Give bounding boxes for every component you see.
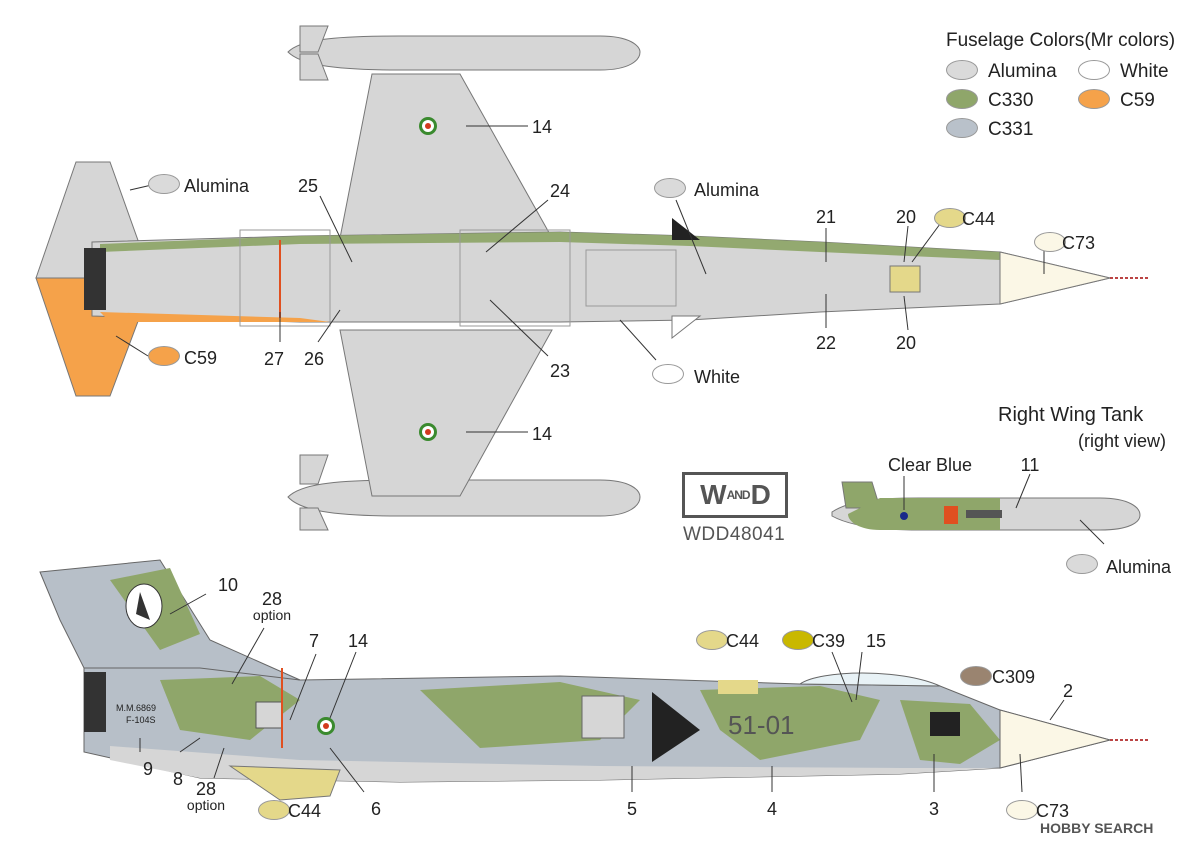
top-alumina-tail-swatch — [148, 174, 180, 194]
callout-27: 27 — [263, 349, 285, 369]
callout-5: 5 — [626, 799, 638, 819]
lower-wing — [339, 329, 553, 497]
wing-tank-alumina-swatch — [1066, 554, 1098, 574]
top-c59-swatch — [148, 346, 180, 366]
callout-9: 9 — [142, 759, 154, 779]
top-c73-swatch — [1034, 232, 1066, 252]
top-view-aircraft — [35, 25, 1150, 531]
wing-tank-clear-blue: Clear Blue — [888, 455, 973, 475]
option-label-lower: option — [186, 797, 226, 813]
callout-28-upper: 28 — [261, 589, 283, 609]
swatch-white — [1078, 60, 1110, 80]
legend-alumina-label: Alumina — [988, 61, 1057, 82]
top-c44-label: C44 — [962, 209, 996, 229]
callout-20-bottom: 20 — [895, 333, 917, 353]
wing-tank-title: Right Wing Tank — [998, 404, 1144, 426]
callout-2: 2 — [1062, 681, 1074, 701]
callout-3: 3 — [928, 799, 940, 819]
legend-white-label: White — [1120, 61, 1169, 82]
canopy — [798, 672, 941, 687]
top-alumina-fuselage-swatch — [654, 178, 686, 198]
wing-tank-subtitle: (right view) — [1078, 431, 1167, 451]
lower-tank-fin2 — [299, 507, 329, 531]
product-code: WDD48041 — [683, 524, 786, 545]
aircraft-code: 51-01 — [728, 710, 795, 740]
swatch-c59 — [1078, 89, 1110, 109]
callout-11: 11 — [1020, 455, 1040, 475]
side-camo-3 — [700, 686, 880, 760]
swatch-c330 — [946, 89, 978, 109]
legend-c331-label: C331 — [988, 119, 1034, 140]
callout-25: 25 — [297, 176, 319, 196]
callout-26: 26 — [303, 349, 325, 369]
option-label-upper: option — [252, 607, 292, 623]
callout-20-top: 20 — [895, 207, 917, 227]
callout-22: 22 — [815, 333, 837, 353]
legend-c59-label: C59 — [1120, 90, 1155, 111]
side-c39-label: C39 — [812, 631, 846, 651]
callout-21: 21 — [815, 207, 837, 227]
side-c44-top-swatch — [696, 630, 728, 650]
serial-line-2: F-104S — [126, 715, 156, 725]
side-c44-bottom-label: C44 — [288, 801, 322, 821]
side-c44-top-label: C44 — [726, 631, 760, 651]
top-c73-label: C73 — [1062, 233, 1096, 253]
top-white-label: White — [694, 367, 741, 387]
callout-14-upper: 14 — [531, 117, 553, 137]
side-c73-swatch — [1006, 800, 1038, 820]
side-intake — [652, 692, 700, 762]
brand-w: W — [700, 479, 726, 510]
upper-tank-fin2 — [299, 53, 329, 81]
callout-24: 24 — [549, 181, 571, 201]
side-nose — [999, 709, 1112, 769]
side-c309-swatch — [960, 666, 992, 686]
side-c44-bottom-swatch — [258, 800, 290, 820]
callout-14-side: 14 — [347, 631, 369, 651]
callout-15: 15 — [865, 631, 887, 651]
serial-line-1: M.M.6869 — [116, 703, 157, 713]
callout-6: 6 — [370, 799, 382, 819]
swatch-alumina — [946, 60, 978, 80]
lower-tank-fin — [299, 454, 329, 485]
callout-28-lower: 28 — [195, 779, 217, 799]
legend-title: Fuselage Colors(Mr colors) — [946, 30, 1176, 51]
callout-23: 23 — [549, 361, 571, 381]
swatch-c331 — [946, 118, 978, 138]
wing-tank-alumina-label: Alumina — [1106, 557, 1172, 577]
side-c309-label: C309 — [992, 667, 1036, 687]
callout-4: 4 — [766, 799, 778, 819]
callout-10: 10 — [217, 575, 239, 595]
upper-tip-tank — [287, 35, 641, 71]
brand-d: D — [750, 479, 771, 510]
wing-tank-drawing — [831, 473, 1141, 545]
top-fuselage-green — [100, 232, 1000, 260]
top-white-swatch — [652, 364, 684, 384]
legend-c330-label: C330 — [988, 90, 1034, 111]
watermark: HOBBY SEARCH — [1040, 820, 1154, 836]
top-fuselage-orange — [100, 312, 330, 322]
callout-14-lower: 14 — [531, 424, 553, 444]
callout-8: 8 — [172, 769, 184, 789]
callout-7: 7 — [308, 631, 320, 651]
top-c44-swatch — [934, 208, 966, 228]
exhaust-side — [84, 672, 106, 732]
side-c39-swatch — [782, 630, 814, 650]
ventral-fin — [228, 765, 341, 801]
nose-cone — [999, 251, 1111, 305]
top-alumina-fuselage-label: Alumina — [694, 180, 760, 200]
exhaust — [84, 248, 106, 310]
side-c73-label: C73 — [1036, 801, 1070, 821]
top-c59-label: C59 — [184, 348, 218, 368]
upper-wing — [339, 73, 553, 239]
brand-and: AND — [726, 488, 751, 502]
top-alumina-tail-label: Alumina — [184, 176, 250, 196]
upper-tank-fin — [299, 25, 329, 53]
side-view-aircraft — [39, 559, 1150, 801]
